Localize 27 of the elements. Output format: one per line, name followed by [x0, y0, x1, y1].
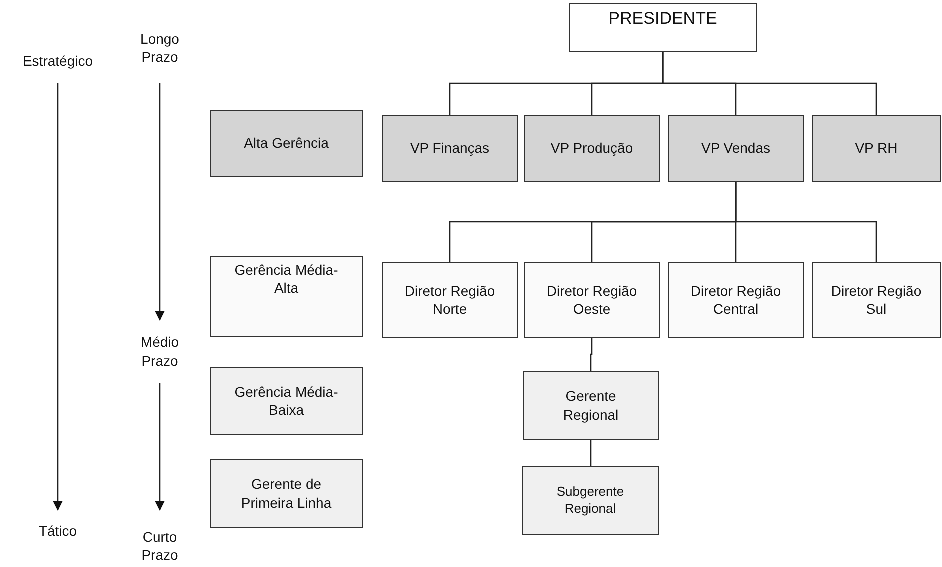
position-box: VP Produção — [524, 115, 660, 182]
level-label: Médio Prazo — [125, 320, 195, 383]
position-box: Gerência Média-Baixa — [210, 367, 363, 435]
position-box: Gerente de Primeira Linha — [210, 459, 363, 528]
connector-line — [735, 182, 878, 262]
position-box: Gerente Regional — [523, 371, 659, 440]
position-box: Diretor Região Sul — [812, 262, 941, 338]
position-box: Gerência Média-Alta — [210, 256, 363, 337]
connector-line — [590, 338, 593, 371]
connector-line — [590, 440, 592, 466]
level-label: Tático — [30, 510, 86, 540]
position-box: Diretor Região Oeste — [524, 262, 660, 338]
position-box: PRESIDENTE — [569, 3, 757, 52]
position-box: VP Vendas — [668, 115, 804, 182]
arrow — [155, 383, 165, 511]
level-label: Curto Prazo — [125, 510, 195, 564]
level-label: Longo Prazo — [125, 26, 195, 83]
connector-line — [662, 52, 878, 115]
position-box: Alta Gerência — [210, 110, 363, 177]
position-box: Diretor Região Central — [668, 262, 804, 338]
position-box: VP Finanças — [382, 115, 518, 182]
level-label: Estratégico — [8, 48, 108, 83]
position-box: Diretor Região Norte — [382, 262, 518, 338]
position-box: VP RH — [812, 115, 941, 182]
position-box: Subgerente Regional — [522, 466, 659, 535]
arrow — [155, 83, 165, 321]
arrow — [53, 83, 63, 511]
